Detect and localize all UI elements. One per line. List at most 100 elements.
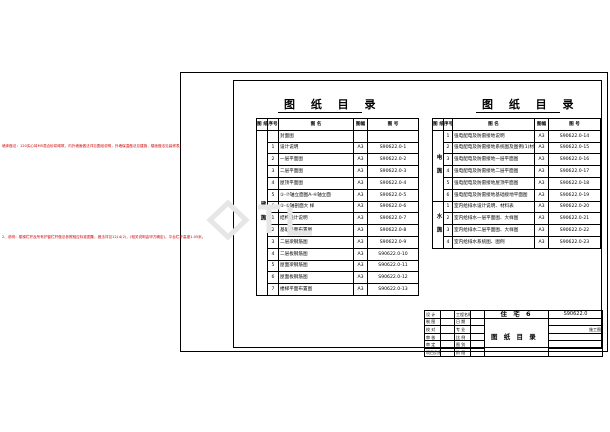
left-note-1: 墙体做法：120实心砖M5混合砂浆砌筑，内外墙面做法详见图纸说明，外墙保温做法见… [2, 144, 184, 148]
header-name: 图 名 [278, 118, 354, 131]
header-size: 图幅 [534, 118, 549, 131]
drawing-name: 室内给排水系统图、图例 [452, 235, 535, 249]
tb-label: 专 业 [454, 325, 471, 334]
drawing-name: ①-⑦轴立面图A-④轴立面 [278, 188, 354, 202]
row-number: 5 [267, 259, 279, 273]
row-number: 5 [443, 176, 453, 190]
drawing-name: ①-①轴剖面大 样 [278, 200, 354, 214]
drawing-code: S90622.0-11 [367, 259, 419, 273]
row-number: 3 [267, 165, 279, 178]
drawing-code: S90622.0-6 [367, 200, 419, 214]
group-label-text: 电 施 [435, 153, 442, 176]
drawing-code: S90622.0-14 [548, 129, 601, 143]
drawing-name: 设计说明 [278, 141, 354, 155]
sheet-size: A3 [534, 200, 549, 214]
header-size: 图幅 [353, 118, 368, 131]
tb-label: 审 核 [424, 332, 441, 342]
sheet-size: A3 [534, 165, 549, 178]
tb-label: 审 定 [424, 340, 441, 349]
tb-label: 工程名称 [454, 310, 471, 319]
row-number [267, 129, 279, 143]
drawing-name: 屋顶平面图 [278, 176, 354, 190]
sheet-size: A3 [353, 141, 368, 155]
header-no: 序号 [267, 118, 279, 131]
drawing-name: 二层梁钢筋图 [278, 235, 354, 249]
left-title-underline [278, 112, 362, 113]
drawing-name: 基础平面布置图 [278, 224, 354, 237]
sheet-size: A3 [353, 283, 368, 296]
row-number: 2 [443, 212, 453, 226]
header-name: 图 名 [452, 118, 535, 131]
row-number: 5 [267, 188, 279, 202]
drawing-code: S90622.0-1 [367, 141, 419, 155]
group-label: 电 施 [432, 129, 444, 202]
drawing-code: S90622.0-20 [548, 200, 601, 214]
group-label: 水 施 [432, 200, 444, 249]
row-number: 2 [267, 153, 279, 167]
row-number: 1 [267, 141, 279, 155]
tb-label: 制 图 [424, 317, 441, 327]
row-number: 6 [267, 200, 279, 214]
sheet-size: A3 [534, 224, 549, 237]
table-row: 建 施封面图 [256, 129, 419, 296]
row-number: 7 [267, 283, 279, 296]
drawing-code: S90622.0-7 [367, 212, 419, 226]
sheet-size: A3 [353, 259, 368, 273]
left-table-title: 图 纸 目 录 [284, 98, 382, 111]
right-title-underline [476, 112, 560, 113]
drawing-name: 二层板钢筋图 [278, 247, 354, 261]
tb-label: 日 期 [454, 317, 471, 327]
tb-project-name: 住 宅 6 [484, 310, 549, 319]
right-table-title: 图 纸 目 录 [482, 98, 580, 111]
header-drawing: 图 纸 [256, 118, 268, 131]
drawing-code: S90622.0-17 [548, 165, 601, 178]
drawing-code: S90622.0-10 [367, 247, 419, 261]
sheet-size: A3 [353, 271, 368, 285]
title-block: 设 计 工程名称 住 宅 6 S90622.0 制 图 日 期 图 纸 目 录 … [424, 310, 603, 357]
drawing-code: S90622.0-9 [367, 235, 419, 249]
tb-label: 图 别 [454, 340, 471, 349]
drawing-code: S90622.0-4 [367, 176, 419, 190]
tb-drawing-no: S90622.0 [548, 310, 603, 319]
group-label: 建 施 [256, 129, 268, 296]
drawing-code: S90622.0-18 [548, 176, 601, 190]
header-code: 图 号 [548, 118, 601, 131]
row-number: 1 [443, 129, 453, 143]
drawing-name: 强电配电及防雷接地基础接地平面图 [452, 188, 535, 202]
drawing-name: 二层平面图 [278, 165, 354, 178]
right-table-header: 图 纸 序号 图 名 图幅 图 号 [432, 118, 601, 131]
row-number: 1 [267, 212, 279, 226]
row-number: 6 [443, 188, 453, 202]
drawing-code: S90622.0-2 [367, 153, 419, 167]
sheet-size: A3 [353, 212, 368, 226]
drawing-code: S90622.0-22 [548, 224, 601, 237]
drawing-code: S90622.0-15 [548, 141, 601, 155]
drawing-code: S90622.0-13 [367, 283, 419, 296]
row-number: 3 [443, 224, 453, 237]
drawing-name: 封面图 [278, 129, 354, 143]
row-number: 6 [267, 271, 279, 285]
row-number: 4 [443, 235, 453, 249]
drawing-code: S90622.0-21 [548, 212, 601, 226]
sheet-size: A3 [353, 200, 368, 214]
sheet-size: A3 [353, 247, 368, 261]
tb-label: 比 例 [454, 332, 471, 342]
drawing-name: 室内给排水设计说明、材料表 [452, 200, 535, 214]
drawing-code [367, 129, 419, 143]
left-note-2: 2、说明：楼梯栏杆及所有护窗栏杆做法参照相应标准图集，做法详见12J-4(2)，… [2, 235, 206, 239]
drawing-name: 室内给排水一层平面图、大样图 [452, 212, 535, 226]
